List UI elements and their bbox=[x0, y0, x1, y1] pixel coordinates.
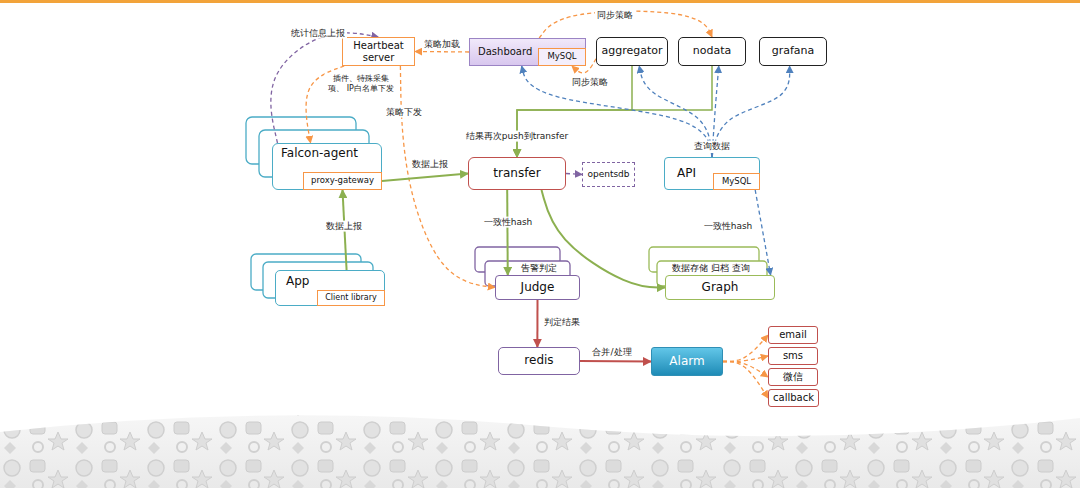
connector bbox=[542, 190, 666, 288]
node-label: aggregator bbox=[601, 45, 662, 58]
node-label: callback bbox=[773, 392, 814, 404]
server-box: Heartbeat server bbox=[342, 37, 415, 66]
connector bbox=[755, 190, 770, 275]
top-bar bbox=[0, 0, 1080, 3]
node-heading: 告警判定 bbox=[521, 263, 557, 273]
edge-label: 同步策略 bbox=[570, 77, 610, 88]
edge-label: 查询数据 bbox=[692, 141, 732, 152]
connector bbox=[580, 360, 651, 363]
connector bbox=[517, 66, 632, 157]
channel-box: callback bbox=[768, 389, 819, 407]
edge-label: 合并/处理 bbox=[590, 347, 633, 358]
node-label: transfer bbox=[493, 167, 540, 181]
node-label: Heartbeat server bbox=[343, 40, 414, 63]
channel-box: email bbox=[768, 326, 818, 344]
edge-label: 一致性hash bbox=[702, 221, 755, 232]
connector bbox=[522, 66, 712, 157]
edge-label: 同步策略 bbox=[595, 10, 635, 21]
edge-label: 判定结果 bbox=[542, 317, 582, 328]
channel-box: 微信 bbox=[768, 368, 818, 386]
node-label: Alarm bbox=[669, 355, 704, 369]
node-label: email bbox=[779, 329, 807, 341]
service-box: grafana bbox=[759, 37, 827, 66]
node-label: Dashboard bbox=[478, 46, 532, 58]
database-box: MySQL bbox=[713, 173, 760, 190]
connectors bbox=[271, 11, 790, 398]
node-label: proxy-gateway bbox=[311, 176, 374, 186]
node-label: App bbox=[286, 275, 309, 289]
edge-label: 插件、特殊采集项、 IP白名单下发 bbox=[324, 74, 398, 93]
node-label: MySQL bbox=[547, 52, 576, 62]
connector bbox=[723, 362, 768, 399]
node-label: redis bbox=[524, 354, 553, 368]
gateway-box: proxy-gateway bbox=[303, 172, 382, 190]
service-box: aggregator bbox=[596, 37, 668, 66]
connector bbox=[723, 335, 768, 362]
library-box: Client library bbox=[317, 290, 385, 306]
connector bbox=[506, 190, 509, 275]
connector bbox=[415, 51, 469, 53]
node-label: grafana bbox=[772, 45, 815, 58]
node-heading: 数据存储 归档 查询 bbox=[672, 263, 750, 273]
connector bbox=[723, 362, 768, 378]
node-label: API bbox=[677, 167, 696, 181]
transfer-box: transfer bbox=[468, 157, 566, 190]
node-label: nodata bbox=[693, 45, 731, 58]
edge-label: 策略加载 bbox=[422, 39, 462, 50]
graph-box: 数据存储 归档 查询Graph bbox=[665, 275, 775, 300]
edge-label: 统计信息上报 bbox=[289, 28, 347, 39]
judge-box: 告警判定Judge bbox=[495, 275, 580, 300]
queue-box: redis bbox=[498, 347, 580, 375]
edge-label: 数据上报 bbox=[324, 221, 364, 232]
edge-label: 结果再次push到transfer bbox=[464, 131, 570, 142]
alarm-box: Alarm bbox=[651, 347, 723, 376]
node-label: opentsdb bbox=[587, 169, 629, 179]
edge-label: 数据上报 bbox=[410, 159, 450, 170]
node-label: Client library bbox=[325, 293, 376, 302]
database-box: MySQL bbox=[538, 48, 586, 66]
node-label: Falcon-agent bbox=[281, 147, 358, 161]
agent-box: Falcon-agent proxy-gateway bbox=[272, 143, 382, 190]
node-label: Judge bbox=[521, 281, 555, 295]
dashboard-box: DashboardMySQL bbox=[469, 38, 586, 66]
connector bbox=[382, 174, 468, 182]
bottom-icons bbox=[0, 415, 1080, 488]
bottom-band bbox=[0, 415, 1080, 488]
node-label: MySQL bbox=[722, 177, 751, 187]
service-box: nodata bbox=[678, 37, 746, 66]
storage-box: opentsdb bbox=[582, 162, 635, 187]
node-label: 微信 bbox=[783, 371, 803, 383]
connector bbox=[723, 356, 768, 362]
node-label: Graph bbox=[702, 281, 739, 295]
channel-box: sms bbox=[768, 347, 818, 365]
node-label: sms bbox=[783, 350, 803, 362]
app-box: AppClient library bbox=[275, 270, 385, 306]
connector bbox=[566, 174, 582, 175]
connector bbox=[517, 66, 712, 157]
edge-label: 策略下发 bbox=[384, 107, 424, 118]
edge-label: 一致性hash bbox=[482, 217, 535, 228]
api-box: API MySQL bbox=[664, 157, 760, 190]
connector bbox=[536, 300, 538, 347]
